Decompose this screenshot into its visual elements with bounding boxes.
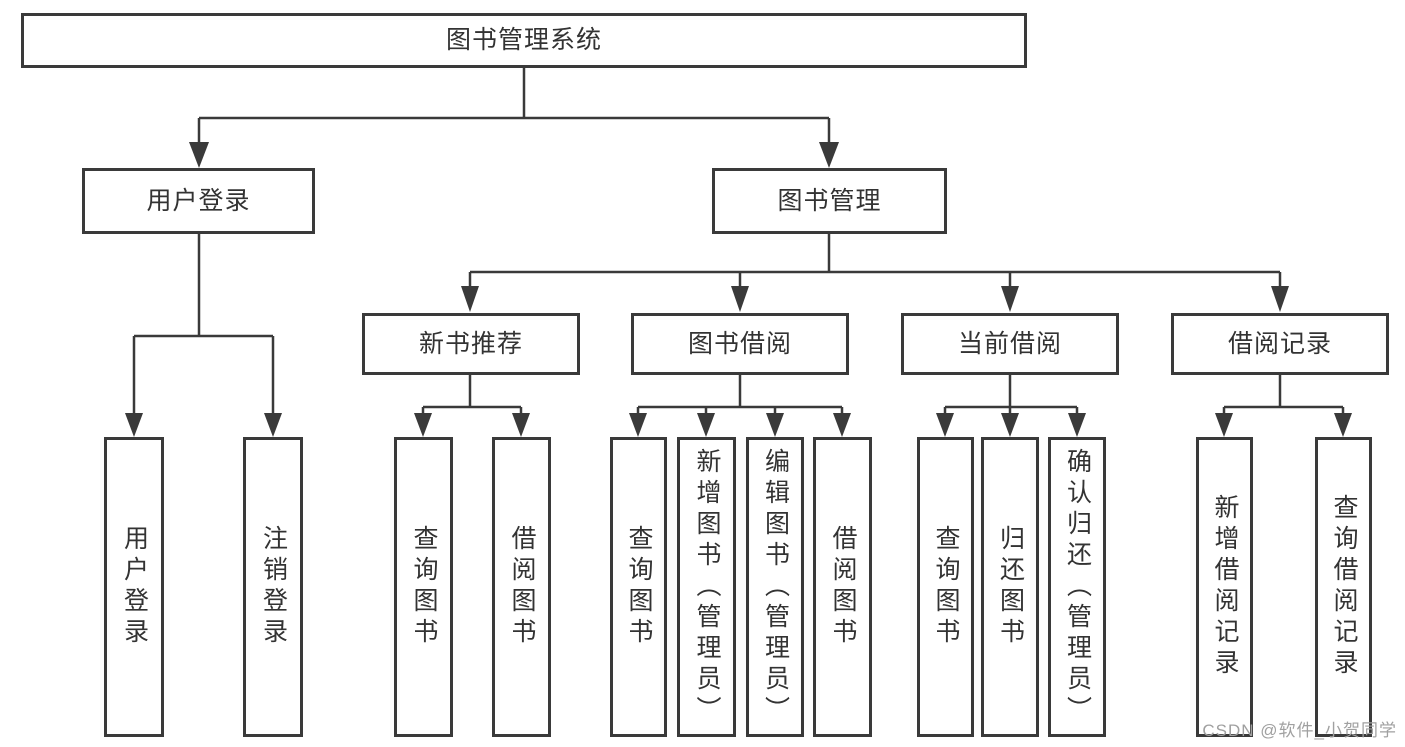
csdn-watermark: CSDN @软件_小贺同学 bbox=[1202, 721, 1397, 740]
arrowhead bbox=[414, 413, 432, 437]
node-current-borrow: 当前借阅 bbox=[901, 313, 1119, 375]
node-book-management: 图书管理 bbox=[712, 168, 947, 234]
arrowhead bbox=[461, 286, 479, 312]
leaf-current-search-book-label: 查询图书 bbox=[932, 525, 960, 649]
arrowhead bbox=[512, 413, 530, 437]
arrowhead bbox=[697, 413, 715, 437]
leaf-current-confirm-return-label: 确认归还（管理员） bbox=[1063, 447, 1092, 727]
leaf-current-return-book: 归还图书 bbox=[981, 437, 1039, 737]
arrowhead bbox=[936, 413, 954, 437]
leaf-user-login-label: 用户登录 bbox=[120, 525, 149, 649]
arrowhead bbox=[1001, 413, 1019, 437]
node-root: 图书管理系统 bbox=[21, 13, 1027, 68]
node-root-label: 图书管理系统 bbox=[445, 26, 602, 54]
leaf-record-add: 新增借阅记录 bbox=[1196, 437, 1253, 737]
arrowhead bbox=[833, 413, 851, 437]
leaf-borrow-borrow-book-label: 借阅图书 bbox=[829, 525, 857, 649]
leaf-recommend-borrow-book: 借阅图书 bbox=[492, 437, 551, 737]
node-new-book-recommend: 新书推荐 bbox=[362, 313, 580, 375]
node-book-borrow-label: 图书借阅 bbox=[687, 329, 792, 358]
arrowhead bbox=[189, 142, 209, 168]
leaf-borrow-borrow-book: 借阅图书 bbox=[813, 437, 872, 737]
connector-stems bbox=[132, 68, 1345, 416]
leaf-record-search: 查询借阅记录 bbox=[1315, 437, 1372, 737]
leaf-borrow-add-book-label: 新增图书（管理员） bbox=[693, 447, 721, 727]
leaf-current-search-book: 查询图书 bbox=[917, 437, 974, 737]
node-book-management-label: 图书管理 bbox=[777, 186, 882, 215]
leaf-recommend-search-book: 查询图书 bbox=[394, 437, 453, 737]
arrowhead bbox=[264, 413, 282, 437]
leaf-logout-label: 注销登录 bbox=[259, 525, 288, 649]
leaf-record-add-label: 新增借阅记录 bbox=[1211, 494, 1239, 680]
arrowhead bbox=[125, 413, 143, 437]
arrowhead bbox=[629, 413, 647, 437]
arrowhead bbox=[819, 142, 839, 168]
leaf-user-login: 用户登录 bbox=[104, 437, 164, 737]
leaf-borrow-edit-book-label: 编辑图书（管理员） bbox=[761, 447, 790, 727]
leaf-borrow-search-book-label: 查询图书 bbox=[625, 525, 653, 649]
arrowhead bbox=[731, 286, 749, 312]
node-borrow-record-label: 借阅记录 bbox=[1227, 329, 1332, 358]
leaf-record-search-label: 查询借阅记录 bbox=[1330, 494, 1358, 680]
leaf-logout: 注销登录 bbox=[243, 437, 303, 737]
leaf-recommend-borrow-book-label: 借阅图书 bbox=[508, 525, 536, 649]
leaf-current-return-book-label: 归还图书 bbox=[996, 525, 1025, 649]
leaf-borrow-add-book: 新增图书（管理员） bbox=[677, 437, 736, 737]
arrowhead bbox=[1001, 286, 1019, 312]
arrowhead bbox=[1215, 413, 1233, 437]
node-new-book-recommend-label: 新书推荐 bbox=[418, 329, 523, 358]
leaf-current-confirm-return: 确认归还（管理员） bbox=[1048, 437, 1106, 737]
node-book-borrow: 图书借阅 bbox=[631, 313, 849, 375]
arrowhead bbox=[1068, 413, 1086, 437]
arrowheads bbox=[125, 142, 1352, 437]
arrowhead bbox=[766, 413, 784, 437]
arrowhead bbox=[1334, 413, 1352, 437]
leaf-recommend-search-book-label: 查询图书 bbox=[410, 525, 438, 649]
arrowhead bbox=[1271, 286, 1289, 312]
node-borrow-record: 借阅记录 bbox=[1171, 313, 1389, 375]
leaf-borrow-search-book: 查询图书 bbox=[610, 437, 667, 737]
node-current-borrow-label: 当前借阅 bbox=[957, 329, 1062, 358]
leaf-borrow-edit-book: 编辑图书（管理员） bbox=[746, 437, 804, 737]
node-user-login-label: 用户登录 bbox=[146, 186, 251, 215]
node-user-login: 用户登录 bbox=[82, 168, 315, 234]
